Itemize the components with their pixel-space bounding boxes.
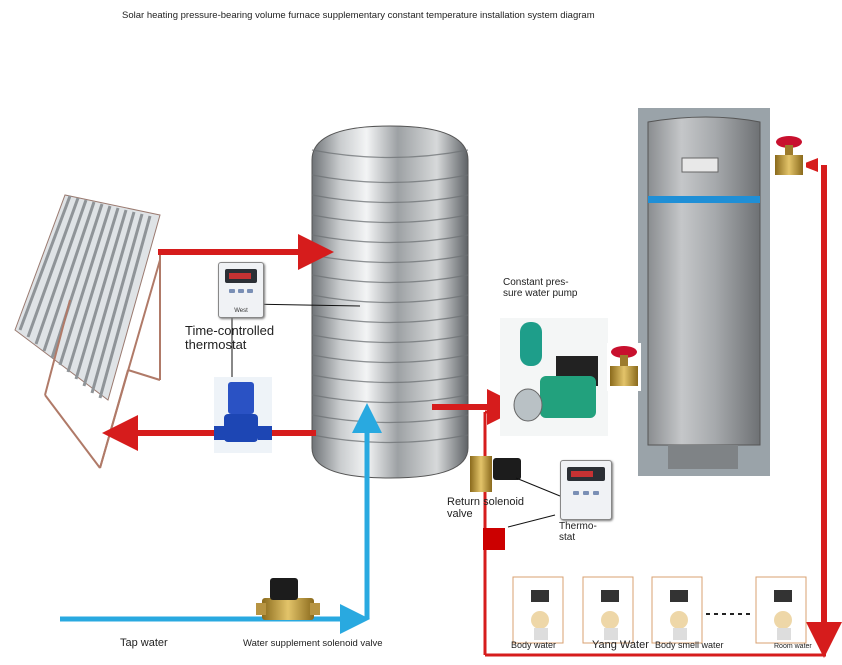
solenoid-valve-icon <box>256 578 320 620</box>
constant-pressure-pump-icon <box>500 318 608 436</box>
tap-water-label: Tap water <box>120 637 168 649</box>
circulation-pump-icon <box>214 377 272 453</box>
controller-brand: West <box>234 308 248 314</box>
room-label-1: Body water <box>511 640 557 650</box>
return-valve-label: Return solenoid valve <box>447 496 525 520</box>
pump-label: Constant pres- sure water pump <box>503 277 578 299</box>
room-label-3: Body smell water <box>655 640 724 650</box>
shower-icon <box>755 576 807 644</box>
shower-stalls <box>512 576 807 644</box>
sensor-lines <box>231 303 561 528</box>
return-junction <box>483 528 505 550</box>
shower-icon <box>582 576 634 644</box>
thermostat-panel <box>560 460 612 520</box>
furnace-icon <box>638 108 770 476</box>
shower-icon <box>651 576 703 644</box>
solar-collector-icon <box>14 194 161 469</box>
gate-valve-icon <box>607 343 641 391</box>
storage-tank-icon <box>311 125 469 479</box>
time-thermostat-label: Time-controlled thermostat <box>185 323 275 352</box>
time-controller-panel: West <box>218 262 264 318</box>
thermostat-label: Thermo- stat <box>559 521 597 543</box>
room-label-4: Room water <box>774 643 812 650</box>
supply-valve-label: Water supplement solenoid valve <box>243 638 383 649</box>
solenoid-valve-icon <box>470 456 521 492</box>
gate-valve-icon <box>772 133 806 179</box>
room-label-2: Yang Water <box>592 639 649 651</box>
shower-icon <box>512 576 564 644</box>
diagram-title: Solar heating pressure-bearing volume fu… <box>122 10 595 21</box>
